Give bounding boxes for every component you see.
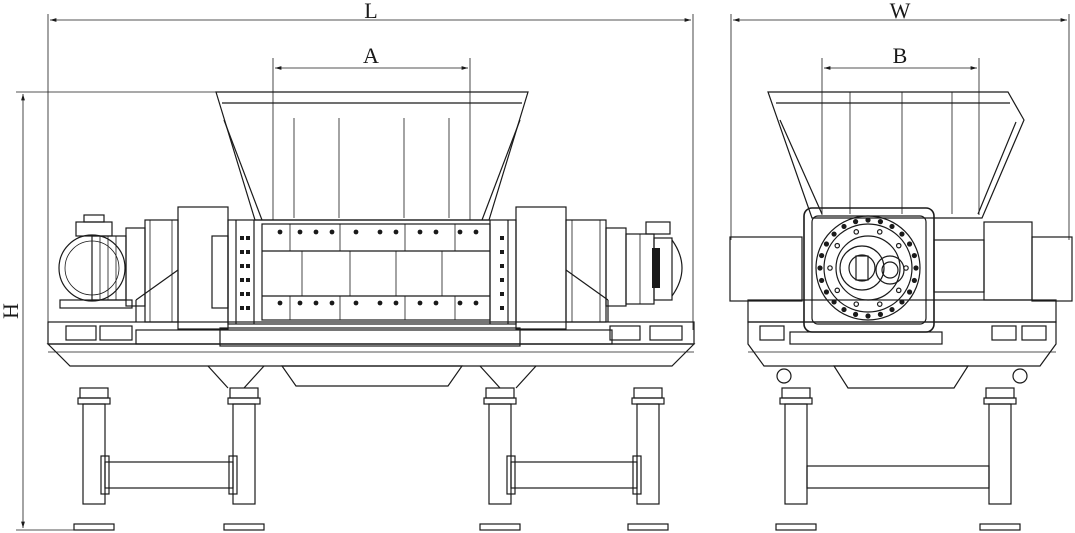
side-end-plate (803, 207, 935, 333)
dimension-a: A (272, 43, 471, 220)
front-motor-right (605, 221, 683, 307)
front-base-frame (46, 269, 696, 387)
front-view (46, 91, 696, 531)
dimension-l-label: L (364, 0, 377, 23)
dimension-h-label: H (0, 303, 23, 319)
dimension-a-label: A (363, 43, 379, 68)
dimension-b-label: B (893, 43, 908, 68)
front-bearing-housing-left (144, 206, 229, 330)
front-bearing-housing-right (515, 206, 607, 330)
side-bolt-ring (817, 217, 919, 319)
side-gearbox-right (933, 221, 1073, 302)
front-motor-left (58, 214, 146, 309)
side-hopper (767, 91, 1025, 219)
side-gearbox-left (729, 236, 803, 302)
front-cutting-chamber (227, 219, 517, 325)
side-legs (775, 387, 1021, 531)
chamber-bolts-top (240, 229, 504, 310)
dimension-w: W (730, 0, 1070, 240)
front-legs (73, 365, 669, 531)
chamber-bolts-bottom (277, 300, 479, 306)
front-hopper (215, 91, 529, 221)
dimension-l: L (47, 0, 694, 330)
dimension-h: H (0, 91, 225, 531)
side-base-frame (747, 299, 1057, 389)
dimension-b: B (821, 43, 980, 215)
dimension-w-label: W (890, 0, 911, 23)
side-view (729, 91, 1073, 531)
